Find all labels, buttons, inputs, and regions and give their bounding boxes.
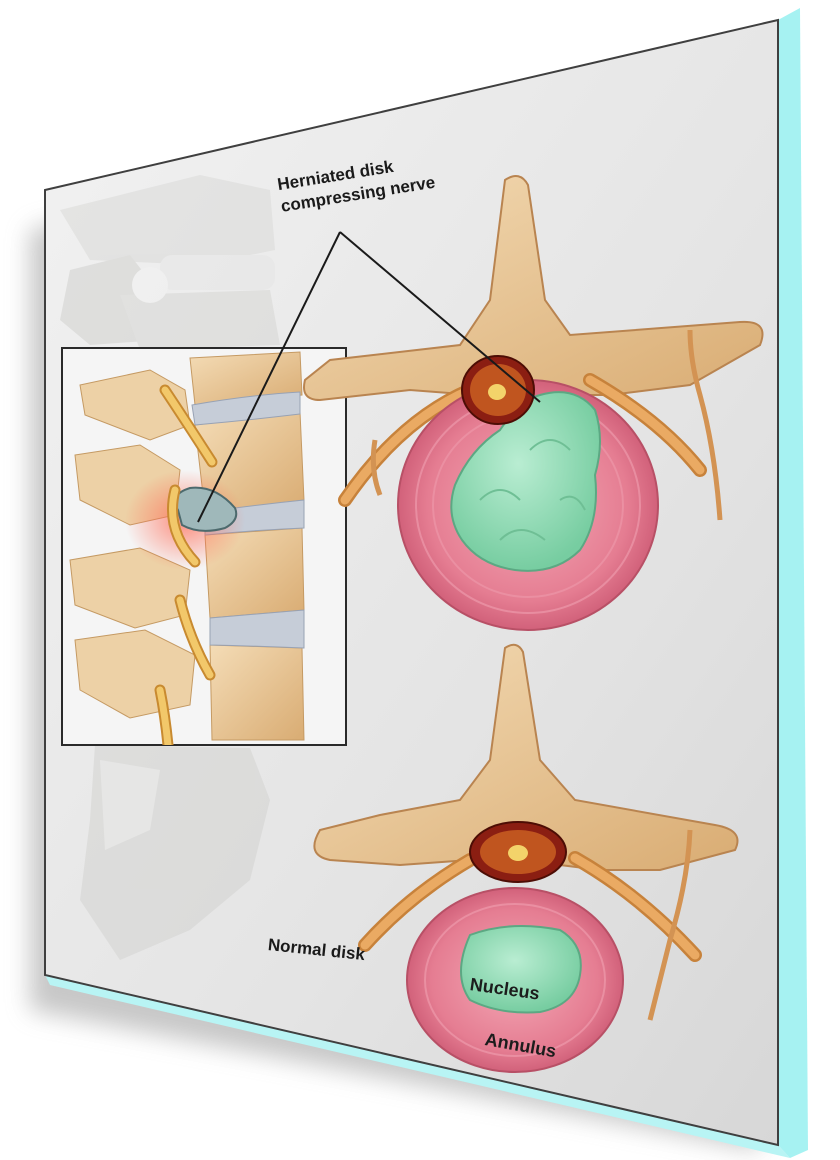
spine-inset	[62, 348, 346, 745]
frame-edge-accent	[778, 8, 808, 1158]
